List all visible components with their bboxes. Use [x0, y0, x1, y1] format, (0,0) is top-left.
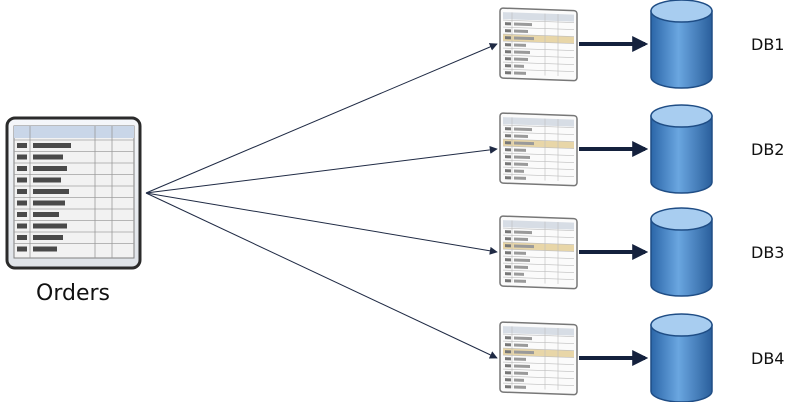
connector-line-1: [145, 43, 498, 194]
orders-table-icon: [5, 116, 142, 270]
database-icon: [650, 104, 713, 194]
orders-label: Orders: [36, 281, 110, 306]
db-label-4: DB4: [751, 349, 784, 368]
shard-table-icon: [499, 321, 578, 396]
connector-lines: [145, 43, 498, 359]
database-icon: [650, 0, 713, 89]
shard-table-icon: [499, 215, 578, 290]
shard-3: DB3: [499, 207, 784, 297]
database-icon: [650, 313, 713, 402]
db-label-2: DB2: [751, 140, 784, 159]
connector-line-4: [145, 192, 498, 359]
connector-line-3: [145, 192, 498, 255]
shard-2: DB2: [499, 104, 784, 194]
db-label-3: DB3: [751, 243, 784, 262]
shard-4: DB4: [499, 313, 784, 402]
db-label-1: DB1: [751, 35, 784, 54]
connector-line-2: [145, 145, 498, 194]
shard-table-icon: [499, 112, 578, 187]
database-icon: [650, 207, 713, 297]
shard-1: DB1: [499, 0, 784, 89]
shard-table-icon: [499, 7, 578, 82]
